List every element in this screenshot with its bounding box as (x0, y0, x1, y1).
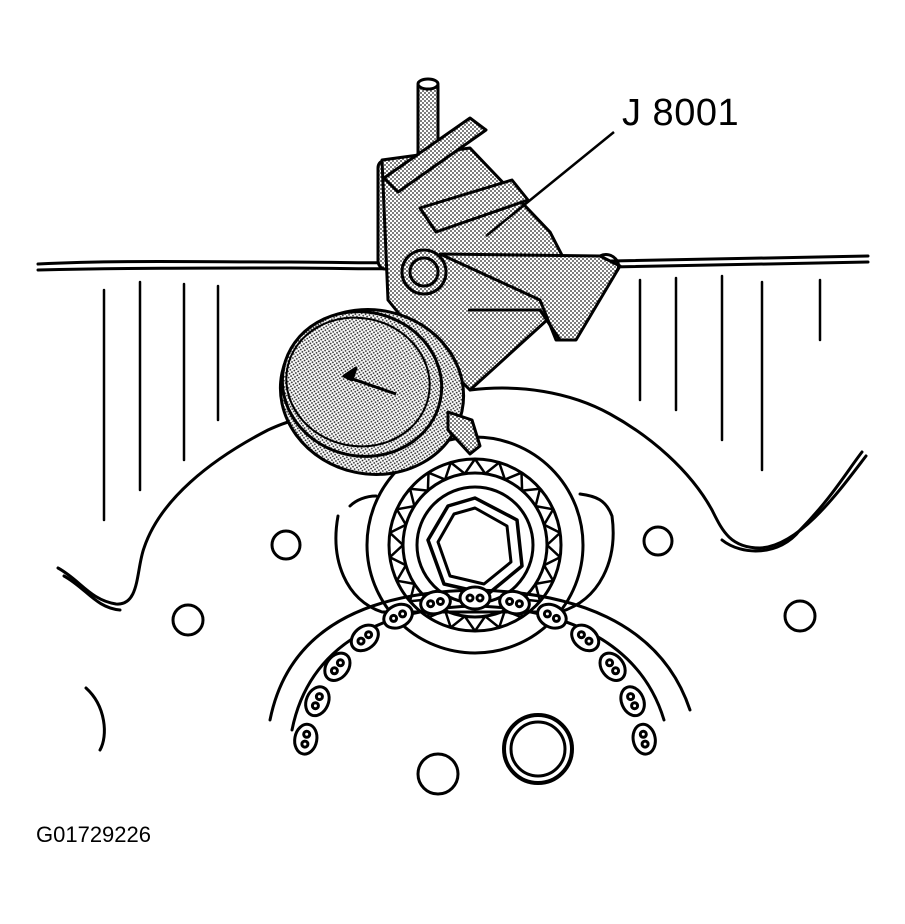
sprocket-tooth (443, 461, 467, 481)
sprocket-tooth (463, 615, 487, 633)
chain-link (304, 685, 331, 718)
sprocket-tooth (426, 471, 447, 492)
sprocket-tooth (483, 609, 507, 629)
chain-link (293, 722, 319, 756)
sprocket-tooth (542, 523, 562, 547)
chain-link (570, 623, 601, 653)
cover-bolts (171, 525, 817, 796)
sprocket-tooth (408, 487, 430, 508)
sprocket-tooth (483, 461, 507, 481)
chain-link (382, 602, 414, 630)
sprocket-housing (334, 492, 615, 614)
crankshaft-sprocket (365, 435, 585, 655)
sprocket-tooth (388, 543, 408, 567)
tool-callout-label: J 8001 (622, 92, 740, 134)
chain-link (631, 722, 657, 756)
chain-link (536, 602, 568, 630)
chain-link (619, 685, 646, 718)
sprocket-tooth (534, 504, 555, 526)
block-ribs (102, 274, 822, 522)
chain-link (498, 589, 531, 616)
sprocket-tooth (388, 523, 408, 547)
chain-link (598, 651, 627, 682)
figure-id-label: G01729226 (36, 822, 151, 847)
sprocket-tooth (395, 504, 416, 526)
sprocket-tooth (463, 457, 487, 475)
chain-link (323, 651, 352, 682)
plunger-tip (446, 410, 482, 456)
tool-leader-line (485, 131, 615, 237)
chain-link (349, 623, 380, 653)
sprocket-tooth (503, 471, 524, 492)
dial-indicator-tool (278, 77, 622, 476)
sprocket-tooth (534, 564, 555, 586)
sprocket-tooth (542, 543, 562, 567)
front-cover-outline (56, 386, 868, 752)
sprocket-tooth (395, 564, 416, 586)
chain-link (458, 585, 492, 611)
sprocket-tooth (520, 487, 542, 508)
chain-link (419, 589, 452, 616)
sprocket-tooth (443, 609, 467, 629)
timing-chain (268, 585, 692, 756)
